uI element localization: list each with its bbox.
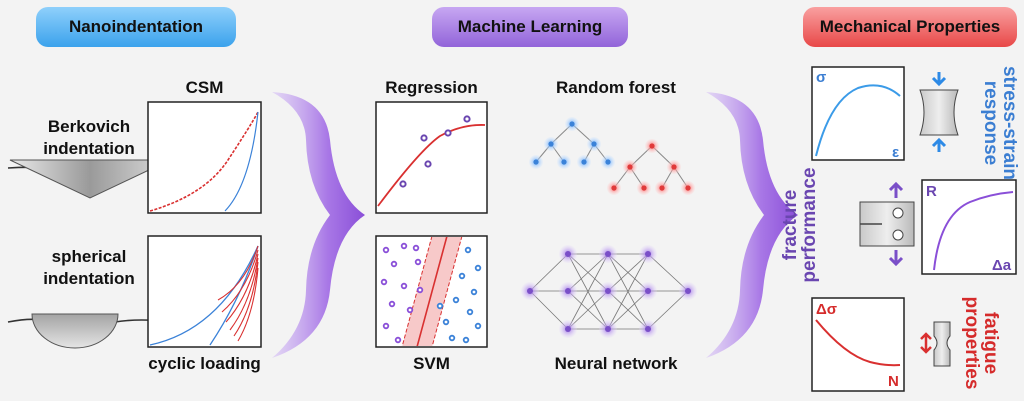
fatigue-plot [811, 297, 905, 392]
nn-node [605, 251, 611, 257]
fracture-specimen [859, 181, 915, 267]
flow-arrow-1 [272, 92, 365, 358]
nn-node [645, 326, 651, 332]
berkovich-label: Berkovich indentation [43, 117, 135, 158]
nn-edge [607, 253, 649, 330]
r-curve-plot [921, 179, 1017, 275]
r-label: R [926, 183, 937, 200]
n-label: N [888, 373, 899, 390]
nn-node [645, 251, 651, 257]
random-forest-trees [535, 123, 689, 189]
fatigue-properties-label: fatigue properties [961, 296, 1001, 390]
neural-network-label: Neural network [554, 354, 678, 373]
nn-edge [567, 253, 609, 292]
flow-arrow-2 [706, 92, 798, 358]
regression-plot [375, 101, 488, 214]
regression-label: Regression [385, 78, 478, 97]
nn-node [605, 326, 611, 332]
fracture-performance-label: fracture performance [780, 167, 820, 283]
fatigue-specimen [920, 321, 951, 367]
nn-node [685, 288, 691, 294]
spherical-label: spherical indentation [43, 247, 135, 288]
nn-node [565, 326, 571, 332]
delta-a-label: Δa [992, 257, 1012, 274]
csm-plot [147, 101, 262, 214]
nanoindentation-header: Nanoindentation [36, 7, 236, 47]
mechanical-properties-header: Mechanical Properties [803, 7, 1017, 47]
stress-strain-label: stress-strain response [980, 65, 1020, 181]
stress-strain-plot [811, 66, 905, 161]
epsilon-label: ε [892, 144, 899, 161]
nn-node [645, 288, 651, 294]
nn-node [565, 288, 571, 294]
nn-node [565, 251, 571, 257]
csm-label: CSM [185, 78, 224, 97]
sigma-label: σ [816, 69, 826, 86]
nn-edge [607, 253, 649, 292]
nn-edge [567, 253, 609, 330]
nn-edge [647, 253, 689, 292]
spherical-indenter [7, 313, 173, 349]
machine-learning-header: Machine Learning [432, 7, 628, 47]
nn-edge [607, 290, 649, 330]
random-forest-nodes [529, 117, 695, 195]
nn-node [527, 288, 533, 294]
cyclic-loading-label: cyclic loading [148, 354, 261, 373]
cyclic-loading-plot [147, 235, 262, 348]
svm-plot [375, 235, 488, 348]
nn-edge [647, 290, 689, 330]
svm-label: SVM [413, 354, 450, 373]
delta-sigma-label: Δσ [816, 301, 837, 318]
random-forest-label: Random forest [556, 78, 676, 97]
nn-edge [567, 290, 609, 330]
stress-strain-specimen [919, 72, 959, 152]
nn-node [605, 288, 611, 294]
neural-network-nodes [521, 245, 697, 338]
